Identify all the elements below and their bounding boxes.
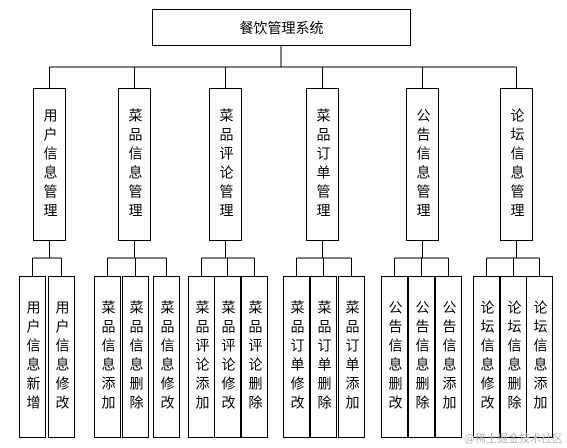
module-node: 公告信息管理 (406, 88, 439, 241)
root-label: 餐饮管理系统 (239, 20, 324, 37)
leaf-node: 论坛信息添加 (526, 276, 553, 438)
leaf-node-label: 菜品信息添加 (99, 300, 116, 414)
leaf-node: 菜品评论删除 (241, 276, 268, 438)
leaf-node-label: 用户信息修改 (53, 300, 70, 414)
leaf-node: 公告信息删改 (381, 276, 408, 438)
leaf-node-label: 公告信息删除 (413, 300, 430, 414)
module-node-label: 菜品订单管理 (314, 107, 331, 222)
leaf-node: 用户信息修改 (48, 276, 75, 438)
leaf-node-label: 菜品信息修改 (158, 300, 175, 414)
leaf-node-label: 用户信息新增 (24, 300, 41, 414)
module-node: 菜品评论管理 (209, 88, 242, 241)
module-node-label: 菜品信息管理 (126, 107, 143, 222)
leaf-node-label: 菜品订单修改 (288, 300, 305, 414)
module-node: 论坛信息管理 (500, 88, 533, 241)
leaf-node-label: 菜品信息删除 (127, 300, 144, 414)
module-node-label: 论坛信息管理 (508, 107, 525, 222)
leaf-node: 菜品评论修改 (214, 276, 241, 438)
leaf-node: 菜品订单添加 (338, 276, 365, 438)
module-node-label: 用户信息管理 (41, 107, 58, 222)
leaf-node-label: 论坛信息删除 (505, 300, 522, 414)
module-node: 菜品信息管理 (118, 88, 151, 241)
leaf-node-label: 菜品订单删除 (315, 300, 332, 414)
leaf-node: 菜品评论添加 (188, 276, 215, 438)
leaf-node-label: 论坛信息添加 (531, 300, 548, 414)
leaf-node: 菜品订单删除 (310, 276, 337, 438)
leaf-node-label: 菜品评论添加 (193, 300, 210, 414)
leaf-node: 用户信息新增 (19, 276, 46, 438)
leaf-node-label: 菜品评论修改 (219, 300, 236, 414)
leaf-node: 论坛信息修改 (473, 276, 500, 438)
leaf-node-label: 公告信息删改 (386, 300, 403, 414)
leaf-node-label: 菜品订单添加 (343, 300, 360, 414)
leaf-node: 菜品订单修改 (283, 276, 310, 438)
leaf-node: 菜品信息修改 (153, 276, 180, 438)
leaf-node-label: 菜品评论删除 (246, 300, 263, 414)
module-node-label: 菜品评论管理 (217, 107, 234, 222)
module-node-label: 公告信息管理 (414, 107, 431, 222)
leaf-node: 菜品信息删除 (122, 276, 149, 438)
root-node: 餐饮管理系统 (152, 9, 411, 46)
leaf-node: 菜品信息添加 (94, 276, 121, 438)
watermark: @稀土掘金技术社区 (464, 432, 563, 445)
leaf-node: 公告信息添加 (435, 276, 462, 438)
leaf-node: 公告信息删除 (408, 276, 435, 438)
leaf-node-label: 论坛信息修改 (478, 300, 495, 414)
leaf-node: 论坛信息删除 (500, 276, 527, 438)
module-node: 用户信息管理 (33, 88, 66, 241)
module-node: 菜品订单管理 (306, 88, 339, 241)
leaf-node-label: 公告信息添加 (440, 300, 457, 414)
